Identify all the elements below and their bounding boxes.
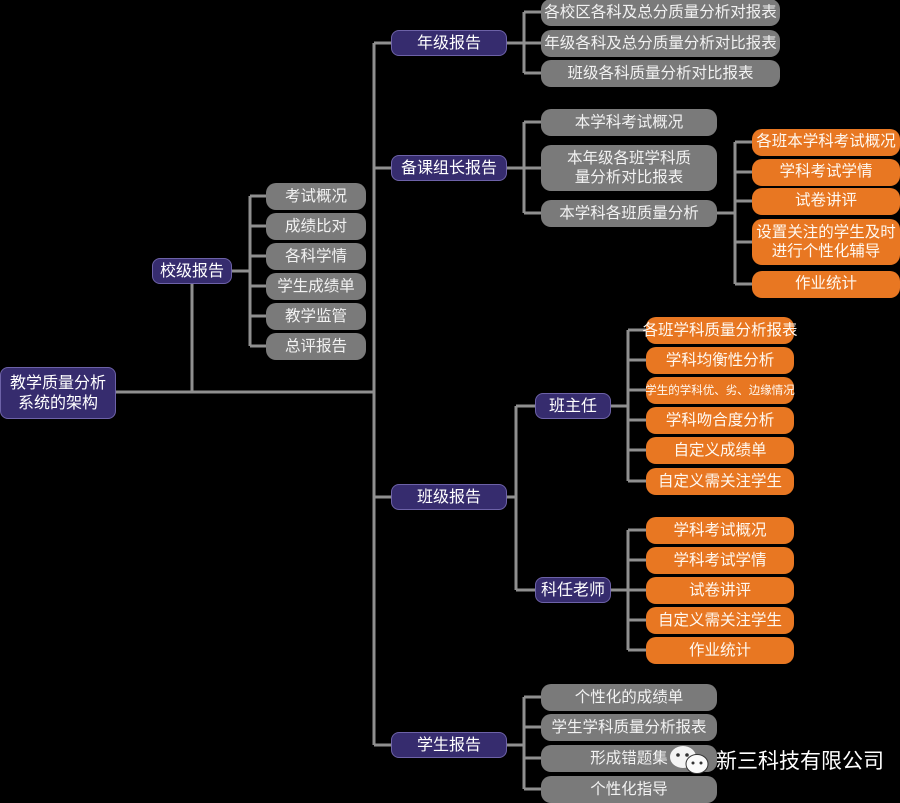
head-teacher-item-label: 自定义成绩单 xyxy=(673,440,767,459)
lesson-leader-item[interactable]: 本学科各班质量分析 xyxy=(541,200,717,227)
subject-teacher-item[interactable]: 学科考试学情 xyxy=(646,547,794,574)
subject-teacher-item[interactable]: 作业统计 xyxy=(646,637,794,664)
lesson-leader-sub-item-label: 作业统计 xyxy=(794,274,857,293)
lesson-leader-sub-item[interactable]: 作业统计 xyxy=(752,270,900,298)
watermark: 新三科技有限公司 xyxy=(668,744,884,776)
school-item-label: 成绩比对 xyxy=(284,216,347,235)
head-teacher-item[interactable]: 自定义需关注学生 xyxy=(646,468,794,495)
grade-report-node[interactable]: 年级报告 xyxy=(391,30,507,56)
school-item[interactable]: 学生成绩单 xyxy=(266,273,366,300)
head-teacher-item-label: 自定义需关注学生 xyxy=(657,471,782,490)
subject-teacher-item-label: 作业统计 xyxy=(688,640,751,659)
watermark-text: 新三科技有限公司 xyxy=(716,749,884,773)
lesson-leader-report-node-label: 备课组长报告 xyxy=(400,158,497,177)
lesson-leader-item[interactable]: 本年级各班学科质量分析对比报表 xyxy=(541,145,717,191)
school-item[interactable]: 成绩比对 xyxy=(266,213,366,240)
school-item[interactable]: 教学监管 xyxy=(266,303,366,330)
lesson-leader-report-node[interactable]: 备课组长报告 xyxy=(391,155,507,181)
school-item[interactable]: 总评报告 xyxy=(266,333,366,360)
lesson-leader-sub-item-label: 学科考试学情 xyxy=(779,162,873,181)
subject-teacher-item-label: 学科考试学情 xyxy=(673,550,767,569)
student-item-label: 个性化指导 xyxy=(590,779,668,798)
grade-item[interactable]: 各校区各科及总分质量分析对报表 xyxy=(541,0,780,26)
lesson-leader-sub-item[interactable]: 各班本学科考试概况 xyxy=(752,128,900,156)
grade-report-node-label: 年级报告 xyxy=(416,33,481,52)
student-item[interactable]: 学生学科质量分析报表 xyxy=(541,714,717,741)
subject-teacher-node-label: 科任老师 xyxy=(540,580,605,599)
head-teacher-item-label: 学生的学科优、劣、边缘情况 xyxy=(645,383,795,398)
head-teacher-item[interactable]: 自定义成绩单 xyxy=(646,437,794,464)
student-item-label: 学生学科质量分析报表 xyxy=(551,717,707,736)
lesson-leader-item[interactable]: 本学科考试概况 xyxy=(541,109,717,136)
grade-item[interactable]: 年级各科及总分质量分析对比报表 xyxy=(541,30,780,57)
lesson-leader-sub-item[interactable]: 试卷讲评 xyxy=(752,187,900,215)
lesson-leader-item-label: 本学科各班质量分析 xyxy=(559,203,699,222)
school-item-label: 学生成绩单 xyxy=(277,276,355,295)
subject-teacher-item[interactable]: 自定义需关注学生 xyxy=(646,607,794,634)
head-teacher-item[interactable]: 学科吻合度分析 xyxy=(646,407,794,434)
school-item-label: 各科学情 xyxy=(284,246,347,265)
school-item-label: 考试概况 xyxy=(284,186,347,205)
school-report-node-label: 校级报告 xyxy=(159,261,224,280)
class-report-node[interactable]: 班级报告 xyxy=(391,484,507,510)
subject-teacher-item-label: 学科考试概况 xyxy=(673,520,767,539)
lesson-leader-sub-item-label: 设置关注的学生及时进行个性化辅导 xyxy=(756,222,896,260)
student-report-node[interactable]: 学生报告 xyxy=(391,732,507,758)
head-teacher-item-label: 各班学科质量分析报表 xyxy=(642,320,798,339)
student-item-label: 形成错题集 xyxy=(590,748,668,767)
head-teacher-item[interactable]: 各班学科质量分析报表 xyxy=(643,317,798,344)
head-teacher-item[interactable]: 学科均衡性分析 xyxy=(646,347,794,374)
subject-teacher-item-label: 自定义需关注学生 xyxy=(657,610,782,629)
head-teacher-node-label: 班主任 xyxy=(548,396,597,415)
lesson-leader-sub-item[interactable]: 学科考试学情 xyxy=(752,158,900,186)
lesson-leader-sub-item[interactable]: 设置关注的学生及时进行个性化辅导 xyxy=(752,219,900,265)
lesson-leader-sub-item-label: 各班本学科考试概况 xyxy=(756,132,896,151)
grade-item-label: 年级各科及总分质量分析对比报表 xyxy=(544,33,777,52)
grade-item-label: 各校区各科及总分质量分析对报表 xyxy=(544,2,777,21)
head-teacher-item[interactable]: 学生的学科优、劣、边缘情况 xyxy=(645,377,795,404)
school-report-node[interactable]: 校级报告 xyxy=(152,258,232,284)
school-item-label: 总评报告 xyxy=(284,336,347,355)
head-teacher-item-label: 学科均衡性分析 xyxy=(665,350,775,369)
lesson-leader-item-label: 本年级各班学科质量分析对比报表 xyxy=(566,148,691,186)
class-report-node-label: 班级报告 xyxy=(416,487,481,506)
lesson-leader-item-label: 本学科考试概况 xyxy=(574,112,684,131)
root-node-label: 教学质量分析系统的架构 xyxy=(9,373,106,412)
root-node[interactable]: 教学质量分析系统的架构 xyxy=(0,367,116,419)
student-item[interactable]: 个性化的成绩单 xyxy=(541,684,717,711)
school-item-label: 教学监管 xyxy=(284,306,347,325)
subject-teacher-item-label: 试卷讲评 xyxy=(688,580,751,599)
student-item-label: 个性化的成绩单 xyxy=(574,687,684,706)
grade-item[interactable]: 班级各科质量分析对比报表 xyxy=(541,60,780,87)
subject-teacher-node[interactable]: 科任老师 xyxy=(535,577,611,603)
subject-teacher-item[interactable]: 试卷讲评 xyxy=(646,577,794,604)
head-teacher-item-label: 学科吻合度分析 xyxy=(665,410,775,429)
student-item[interactable]: 个性化指导 xyxy=(541,776,717,803)
lesson-leader-sub-item-label: 试卷讲评 xyxy=(794,191,857,210)
grade-item-label: 班级各科质量分析对比报表 xyxy=(567,63,754,82)
wechat-icon xyxy=(670,746,709,774)
subject-teacher-item[interactable]: 学科考试概况 xyxy=(646,517,794,544)
head-teacher-node[interactable]: 班主任 xyxy=(535,393,611,419)
school-item[interactable]: 考试概况 xyxy=(266,183,366,210)
school-item[interactable]: 各科学情 xyxy=(266,243,366,270)
student-report-node-label: 学生报告 xyxy=(416,735,481,754)
